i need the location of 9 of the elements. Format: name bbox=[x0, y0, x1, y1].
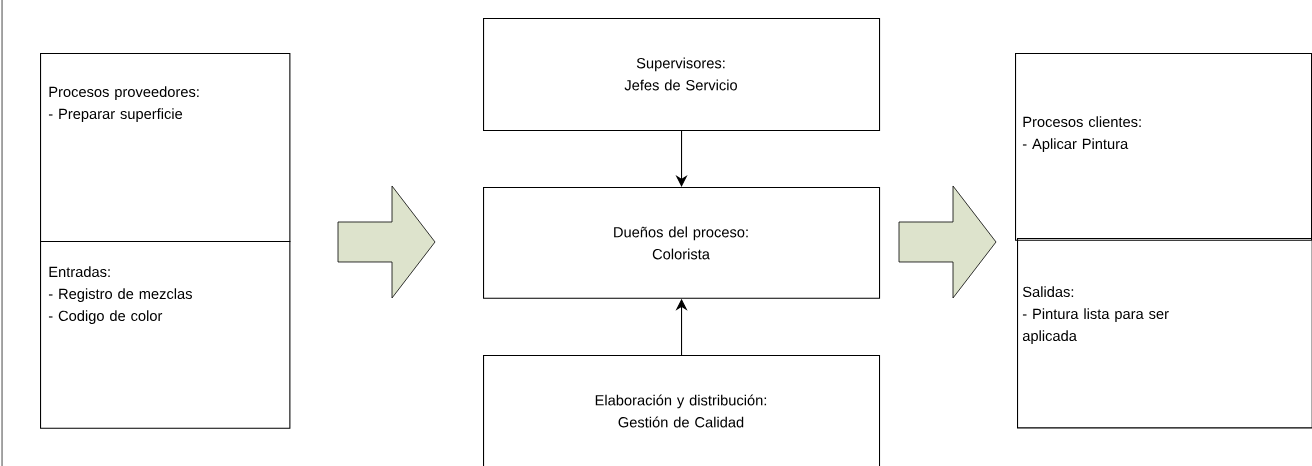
box-text: Procesos proveedores: - Preparar superficie bbox=[48, 86, 199, 122]
box-text: Salidas: - Pintura lista para ser aplicada bbox=[1022, 286, 1169, 344]
box-text: Dueños del proceso: Colorista bbox=[614, 226, 748, 260]
box-text: Elaboración y distribución: Gestión de Calidad bbox=[595, 394, 767, 428]
box-text: Supervisores: Jefes de Servicio bbox=[624, 57, 737, 91]
box-text: Procesos clientes: - Aplicar Pintura bbox=[1022, 116, 1141, 152]
block-arrow bbox=[898, 185, 997, 299]
block-arrow bbox=[337, 185, 436, 299]
box-text: Entradas: - Registro de mezclas - Codigo de color bbox=[48, 266, 192, 324]
